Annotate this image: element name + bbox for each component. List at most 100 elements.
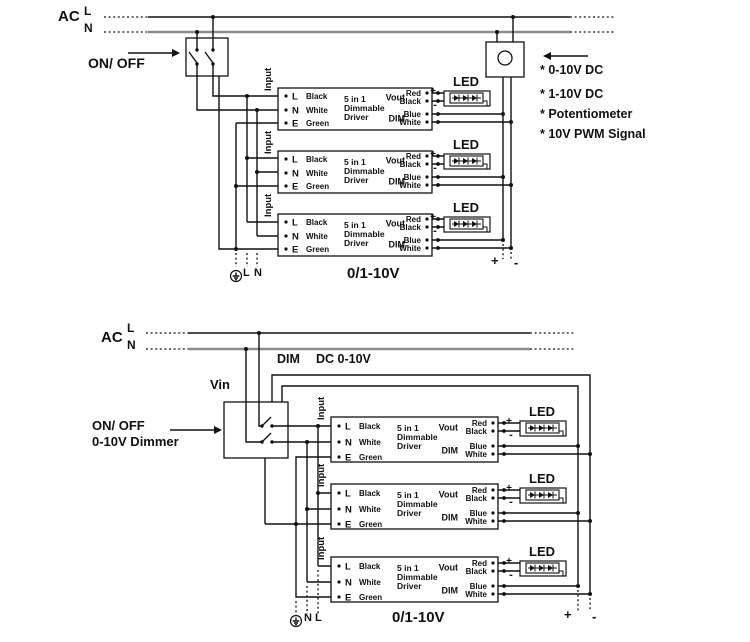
terminal-bullet bbox=[425, 238, 429, 242]
driver-name-line: 5 in 1 bbox=[397, 490, 419, 500]
driver-vout-label: Vout bbox=[386, 156, 405, 166]
junction-dot bbox=[436, 238, 440, 242]
d1-line-l-label: L bbox=[84, 4, 92, 18]
led-minus-label: - bbox=[433, 99, 437, 111]
terminal-bullet bbox=[337, 507, 341, 511]
diode-icon bbox=[539, 492, 544, 498]
driver-input-label: Input bbox=[316, 536, 327, 560]
driver-box bbox=[330, 556, 499, 603]
terminal-bullet bbox=[284, 184, 288, 188]
driver-name-line: Dimmable bbox=[344, 103, 385, 113]
d2-ground-l: L bbox=[315, 612, 322, 624]
driver-name-line: Driver bbox=[397, 441, 422, 451]
driver-wire-label: White bbox=[306, 169, 328, 178]
diode-icon bbox=[548, 565, 553, 571]
terminal-bullet bbox=[491, 452, 495, 456]
junction-dot bbox=[436, 112, 440, 116]
diode-icon bbox=[530, 565, 535, 571]
terminal-bullet bbox=[337, 595, 341, 599]
driver-name-line: Dimmable bbox=[397, 432, 438, 442]
led-minus-label: - bbox=[509, 569, 513, 581]
driver-wire-label: Red bbox=[406, 152, 421, 161]
diode-icon bbox=[454, 95, 459, 101]
terminal-bullet bbox=[491, 429, 495, 433]
led-minus-label: - bbox=[433, 225, 437, 237]
d1-ac-label: AC bbox=[58, 8, 80, 25]
diode-icon bbox=[454, 158, 459, 164]
driver-dim-label: DIM bbox=[442, 513, 459, 523]
led-plus-label: + bbox=[430, 86, 436, 97]
driver-wire-label: White bbox=[399, 244, 421, 253]
d1-note-3: * 10V PWM Signal bbox=[540, 127, 646, 141]
led-feed-wires bbox=[498, 489, 520, 499]
driver-wire-label: White bbox=[465, 517, 487, 526]
driver-pin-label: E bbox=[345, 520, 351, 531]
diode-icon bbox=[530, 492, 535, 498]
led-label: LED bbox=[529, 471, 555, 486]
driver-name-line: Dimmable bbox=[397, 572, 438, 582]
diagram1-input-wiring bbox=[196, 76, 278, 251]
diagram1-ac-lines bbox=[104, 16, 614, 34]
terminal-bullet bbox=[491, 421, 495, 425]
driver-pin-label: L bbox=[345, 422, 351, 433]
driver-pin-label: L bbox=[345, 489, 351, 500]
terminal-bullet bbox=[425, 120, 429, 124]
led-feed-wires bbox=[498, 422, 520, 432]
driver-wire-label: Red bbox=[472, 559, 487, 568]
junction-dot bbox=[436, 175, 440, 179]
d1-note-2: * Potentiometer bbox=[540, 107, 633, 121]
d2-ac-label: AC bbox=[101, 329, 123, 346]
terminal-bullet bbox=[491, 488, 495, 492]
driver-wire-label: Black bbox=[400, 160, 422, 169]
junction-dot bbox=[436, 120, 440, 124]
driver-pin-label: E bbox=[292, 182, 298, 193]
terminal-bullet bbox=[491, 561, 495, 565]
terminal-bullet bbox=[425, 175, 429, 179]
led-feed-wires bbox=[432, 92, 444, 102]
driver-wire-label: Blue bbox=[404, 236, 422, 245]
diode-icon bbox=[463, 221, 468, 227]
driver-box bbox=[330, 483, 499, 530]
led-minus-label: - bbox=[509, 496, 513, 508]
led-minus-label: - bbox=[509, 429, 513, 441]
terminal-bullet bbox=[425, 225, 429, 229]
driver-name-line: Dimmable bbox=[344, 166, 385, 176]
junction-dot bbox=[502, 592, 506, 596]
driver-pin-label: E bbox=[345, 593, 351, 604]
driver-wire-label: Black bbox=[466, 567, 488, 576]
driver-wire-label: White bbox=[399, 118, 421, 127]
d2-dc-plus: + bbox=[564, 607, 572, 622]
driver-dim-label: DIM bbox=[442, 586, 459, 596]
driver-input-label: Input bbox=[263, 67, 274, 91]
terminal-bullet bbox=[337, 522, 341, 526]
terminal-bullet bbox=[491, 519, 495, 523]
d1-line-n-label: N bbox=[84, 21, 93, 35]
diagram1-ground-symbol bbox=[229, 269, 243, 283]
driver-vout-label: Vout bbox=[439, 563, 458, 573]
terminal-bullet bbox=[425, 162, 429, 166]
driver-wire-label: Black bbox=[306, 218, 328, 227]
led-label: LED bbox=[529, 544, 555, 559]
driver-wire-label: Green bbox=[359, 593, 382, 602]
terminal-bullet bbox=[491, 496, 495, 500]
led-label: LED bbox=[453, 137, 479, 152]
driver-wire-label: Green bbox=[359, 453, 382, 462]
driver-wire-label: Green bbox=[359, 520, 382, 529]
driver-box bbox=[277, 213, 433, 257]
driver-wire-label: Red bbox=[472, 486, 487, 495]
d2-dimmer-label: 0-10V Dimmer bbox=[92, 434, 179, 449]
diagram1-arrows bbox=[128, 49, 588, 60]
driver-wire-label: Black bbox=[400, 97, 422, 106]
driver-name-line: 5 in 1 bbox=[397, 563, 419, 573]
d1-note-1: * 1-10V DC bbox=[540, 87, 604, 101]
terminal-bullet bbox=[284, 157, 288, 161]
driver-input-label: Input bbox=[316, 463, 327, 487]
driver-name-line: 5 in 1 bbox=[397, 423, 419, 433]
driver-pin-label: E bbox=[292, 245, 298, 256]
terminal-bullet bbox=[284, 247, 288, 251]
junction-dot bbox=[502, 584, 506, 588]
driver-wire-label: Black bbox=[359, 422, 381, 431]
driver-name-line: Driver bbox=[397, 581, 422, 591]
driver-pin-label: E bbox=[345, 453, 351, 464]
